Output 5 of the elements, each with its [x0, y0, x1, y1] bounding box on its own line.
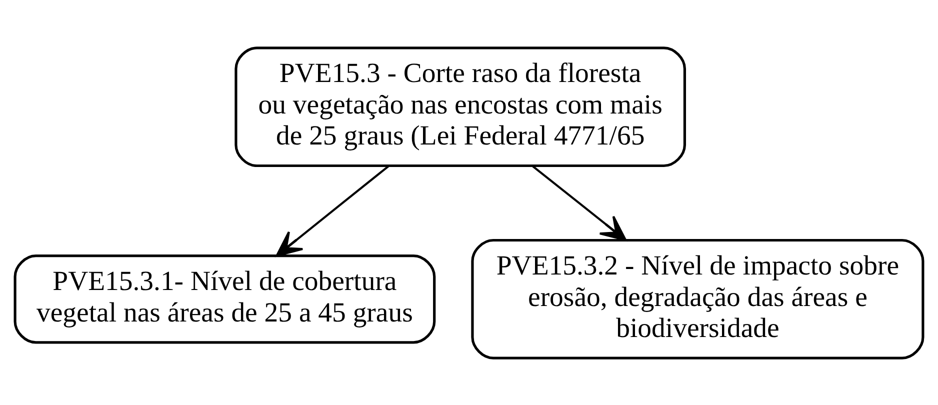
arrow [532, 164, 627, 241]
node-box: PVE15.3 - Corte raso da floresta ou vegetação nas encostas com mais de 25 graus (Lei Federal 4771/65 [234, 46, 686, 167]
arrow [276, 164, 390, 256]
node-box: PVE15.3.1- Nível de cobertura vegetal nas áreas de 25 a 45 graus [14, 254, 436, 344]
node-box: PVE15.3.2 - Nível de impacto sobre erosão, degradação das áreas e biodiversidade [471, 238, 924, 359]
